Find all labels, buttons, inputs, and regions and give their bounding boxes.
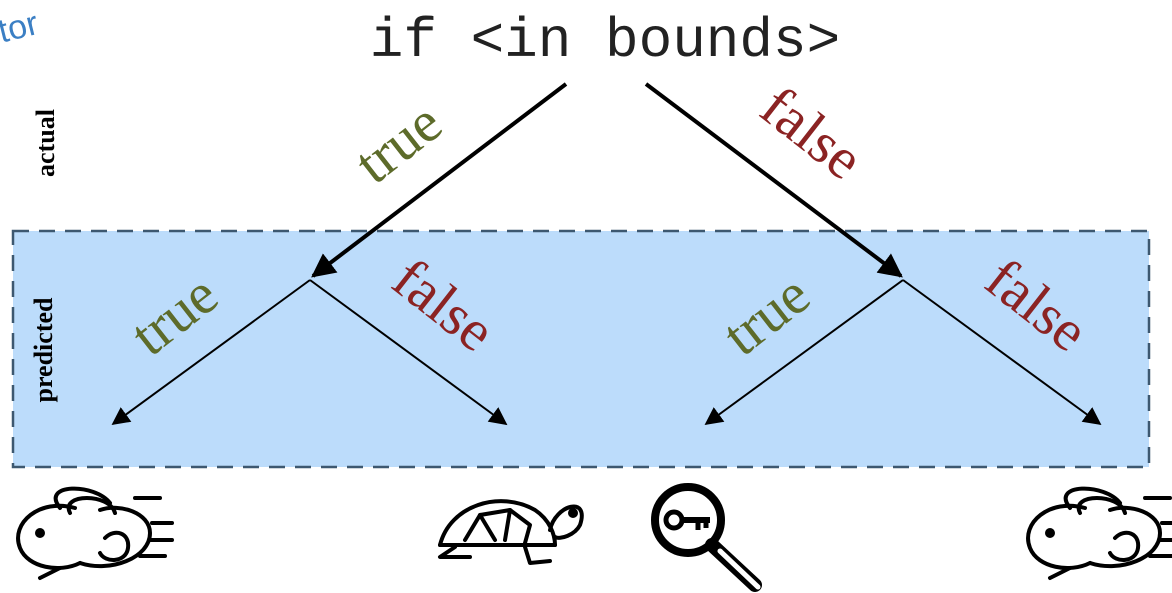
actual-true-arrow xyxy=(311,82,568,278)
condition-title: if <in bounds> xyxy=(370,9,840,73)
turtle-icon xyxy=(438,499,584,565)
actual-label: actual xyxy=(31,109,60,177)
rabbit-icon xyxy=(1026,486,1172,580)
pred-left-false-arrow xyxy=(309,279,508,426)
magnifier-key-icon xyxy=(651,483,762,592)
predicted-region-box xyxy=(11,229,1151,469)
predicted-label: predicted xyxy=(29,297,58,402)
pred-right-false-arrow xyxy=(902,279,1102,426)
pred-right-true-arrow xyxy=(704,279,904,426)
corner-text: ctor xyxy=(0,4,42,55)
pred-left-true-arrow xyxy=(111,279,311,426)
rabbit-icon xyxy=(16,486,174,580)
actual-false-arrow xyxy=(644,82,903,278)
